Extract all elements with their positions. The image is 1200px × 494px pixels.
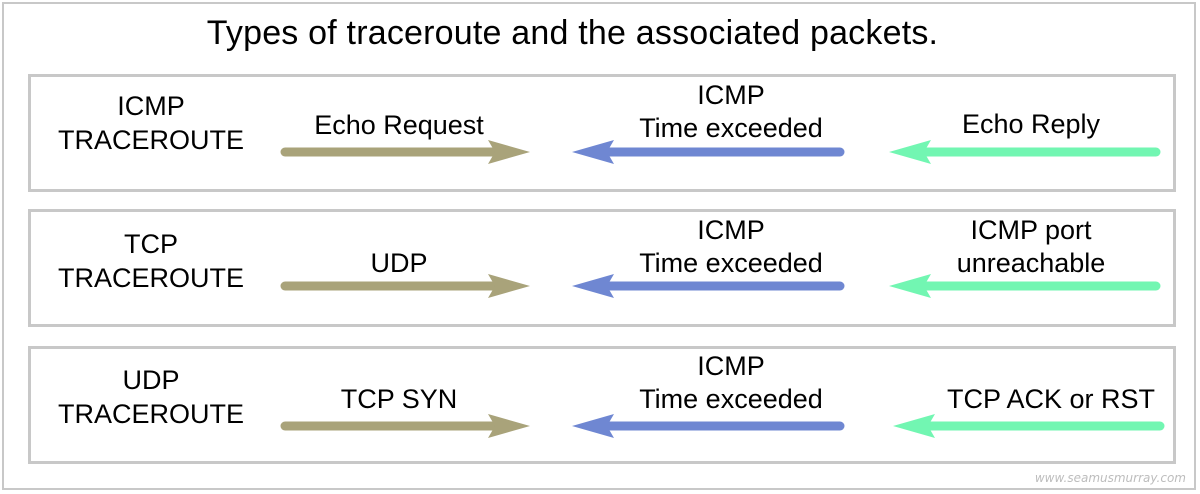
time-exceeded-line2: Time exceeded <box>639 248 823 278</box>
row-tcp-traceroute: TCP TRACEROUTE UDP ICMP Time exceeded IC… <box>28 209 1176 327</box>
row-label-line2: TRACEROUTE <box>57 399 244 429</box>
row-label-line2: TRACEROUTE <box>57 263 244 293</box>
time-exceeded-line1: ICMP <box>697 215 765 245</box>
reply-arrow-head <box>893 414 935 438</box>
time-exceeded-label: ICMP Time exceeded <box>591 79 871 145</box>
time-exceeded-arrow <box>572 414 845 438</box>
reply-arrow-head <box>889 274 931 298</box>
row-label: TCP TRACEROUTE <box>31 227 271 295</box>
row-label-line2: TRACEROUTE <box>57 125 244 155</box>
time-exceeded-label: ICMP Time exceeded <box>591 214 871 280</box>
reply-label: ICMP port unreachable <box>886 214 1176 280</box>
reply-line2: unreachable <box>956 248 1106 278</box>
request-arrow <box>280 274 530 298</box>
request-arrow <box>280 414 530 438</box>
time-exceeded-label: ICMP Time exceeded <box>591 350 871 416</box>
time-exceeded-line1: ICMP <box>697 80 765 110</box>
request-label: UDP <box>370 248 428 278</box>
reply-arrow <box>893 414 1165 438</box>
time-exceeded-arrow-head <box>572 414 614 438</box>
watermark: www.seamusmurray.com <box>1034 471 1186 485</box>
time-exceeded-arrow <box>572 274 845 298</box>
request-label: TCP SYN <box>340 384 458 414</box>
reply-line1: ICMP port <box>970 215 1092 245</box>
request-arrow-head <box>488 274 530 298</box>
reply-line2: TCP ACK or RST <box>946 384 1156 414</box>
time-exceeded-arrow <box>572 140 845 164</box>
reply-arrow-head <box>889 140 931 164</box>
time-exceeded-line2: Time exceeded <box>639 384 823 414</box>
request-arrow-head <box>488 414 530 438</box>
row-label-line1: TCP <box>124 229 178 259</box>
time-exceeded-line1: ICMP <box>697 351 765 381</box>
reply-arrow <box>889 140 1161 164</box>
reply-label: Echo Reply <box>886 75 1176 141</box>
row-label-line1: ICMP <box>117 91 185 121</box>
row-icmp-traceroute: ICMP TRACEROUTE Echo Request ICMP Time e… <box>28 74 1176 192</box>
request-arrow <box>280 140 530 164</box>
row-label: UDP TRACEROUTE <box>31 363 271 431</box>
row-label: ICMP TRACEROUTE <box>31 89 271 157</box>
time-exceeded-arrow-head <box>572 274 614 298</box>
reply-line2: Echo Reply <box>961 109 1101 139</box>
row-udp-traceroute: UDP TRACEROUTE TCP SYN ICMP Time exceede… <box>28 346 1176 464</box>
request-arrow-head <box>488 140 530 164</box>
reply-arrow <box>889 274 1161 298</box>
diagram-title: Types of traceroute and the associated p… <box>206 14 939 52</box>
time-exceeded-line2: Time exceeded <box>639 113 823 143</box>
row-label-line1: UDP <box>122 365 180 395</box>
request-label: Echo Request <box>314 110 484 140</box>
time-exceeded-arrow-head <box>572 140 614 164</box>
reply-label: TCP ACK or RST <box>911 350 1191 416</box>
